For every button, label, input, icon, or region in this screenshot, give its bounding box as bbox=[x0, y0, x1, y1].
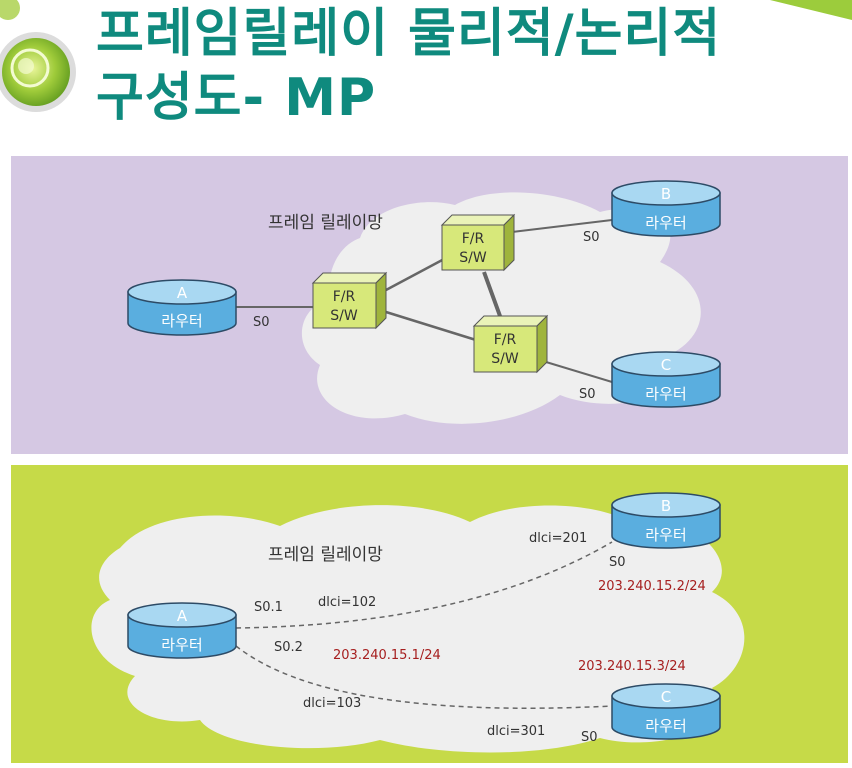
switch-line1: F/R bbox=[494, 332, 517, 348]
logical-cloud bbox=[91, 505, 745, 753]
dlci-102-label: dlci=102 bbox=[318, 595, 376, 610]
router-letter: C bbox=[661, 688, 671, 706]
dlci-201-label: dlci=201 bbox=[529, 531, 587, 546]
ip-label-c: 203.240.15.3/24 bbox=[578, 659, 686, 674]
router-label: 라우터 bbox=[645, 385, 686, 403]
pvc-a-b bbox=[235, 541, 613, 629]
page-title: 프레임릴레이 물리적/논리적 구성도- MP bbox=[96, 2, 721, 130]
switch-2: F/R S/W bbox=[440, 213, 516, 272]
link-sw3-c bbox=[545, 361, 613, 383]
dlci-301-label: dlci=301 bbox=[487, 724, 545, 739]
ip-label-a: 203.240.15.1/24 bbox=[333, 648, 441, 663]
logical-router-a: A 라우터 bbox=[127, 602, 237, 659]
link-sw2-sw3 bbox=[482, 271, 502, 317]
ip-label-b: 203.240.15.2/24 bbox=[598, 579, 706, 594]
router-label: 라우터 bbox=[645, 717, 686, 735]
title-line-1: 프레임릴레이 물리적/논리적 bbox=[96, 4, 722, 64]
router-label: 라우터 bbox=[161, 312, 202, 330]
subinterface-s02-label: S0.2 bbox=[274, 640, 303, 655]
title-line-2: 구성도- MP bbox=[96, 68, 377, 128]
logical-network-label: 프레임 릴레이망 bbox=[268, 545, 383, 565]
router-label: 라우터 bbox=[645, 214, 686, 232]
switch-3: F/R S/W bbox=[472, 314, 549, 374]
switch-line2: S/W bbox=[330, 308, 358, 324]
port-label-b: S0 bbox=[583, 230, 600, 245]
logical-router-b: B 라우터 bbox=[611, 492, 721, 549]
switch-1: F/R S/W bbox=[311, 271, 388, 330]
switch-line2: S/W bbox=[459, 250, 487, 266]
port-label-a: S0 bbox=[253, 315, 270, 330]
switch-line1: F/R bbox=[462, 231, 485, 247]
physical-network-label: 프레임 릴레이망 bbox=[268, 213, 383, 233]
router-letter: C bbox=[661, 356, 671, 374]
router-letter: A bbox=[177, 284, 188, 302]
router-label: 라우터 bbox=[161, 636, 202, 654]
port-label-b: S0 bbox=[609, 555, 626, 570]
router-label: 라우터 bbox=[645, 526, 686, 544]
corner-decoration bbox=[770, 0, 852, 20]
port-label-c: S0 bbox=[581, 730, 598, 745]
subinterface-s01-label: S0.1 bbox=[254, 600, 283, 615]
router-letter: B bbox=[661, 497, 671, 515]
pvc-a-c bbox=[235, 645, 613, 709]
dlci-103-label: dlci=103 bbox=[303, 696, 361, 711]
switch-line2: S/W bbox=[491, 351, 519, 367]
link-sw2-b bbox=[511, 219, 613, 233]
link-sw1-sw3 bbox=[385, 310, 477, 342]
logical-router-c: C 라우터 bbox=[611, 683, 721, 740]
port-label-c: S0 bbox=[579, 387, 596, 402]
router-c: C 라우터 bbox=[611, 351, 721, 408]
physical-cloud bbox=[301, 192, 701, 424]
logical-diagram-panel: 프레임 릴레이망 A 라우터 B 라우터 C 라우터 S0.1 dlci=102… bbox=[11, 465, 848, 763]
switch-line1: F/R bbox=[333, 289, 356, 305]
router-letter: B bbox=[661, 185, 671, 203]
link-sw1-sw2 bbox=[385, 256, 447, 292]
physical-diagram-panel: 프레임 릴레이망 A 라우터 B 라우터 C 라우터 bbox=[11, 156, 848, 454]
bullet-icon bbox=[0, 0, 76, 112]
router-a: A 라우터 bbox=[127, 279, 237, 336]
router-b: B 라우터 bbox=[611, 180, 721, 237]
router-letter: A bbox=[177, 607, 188, 625]
